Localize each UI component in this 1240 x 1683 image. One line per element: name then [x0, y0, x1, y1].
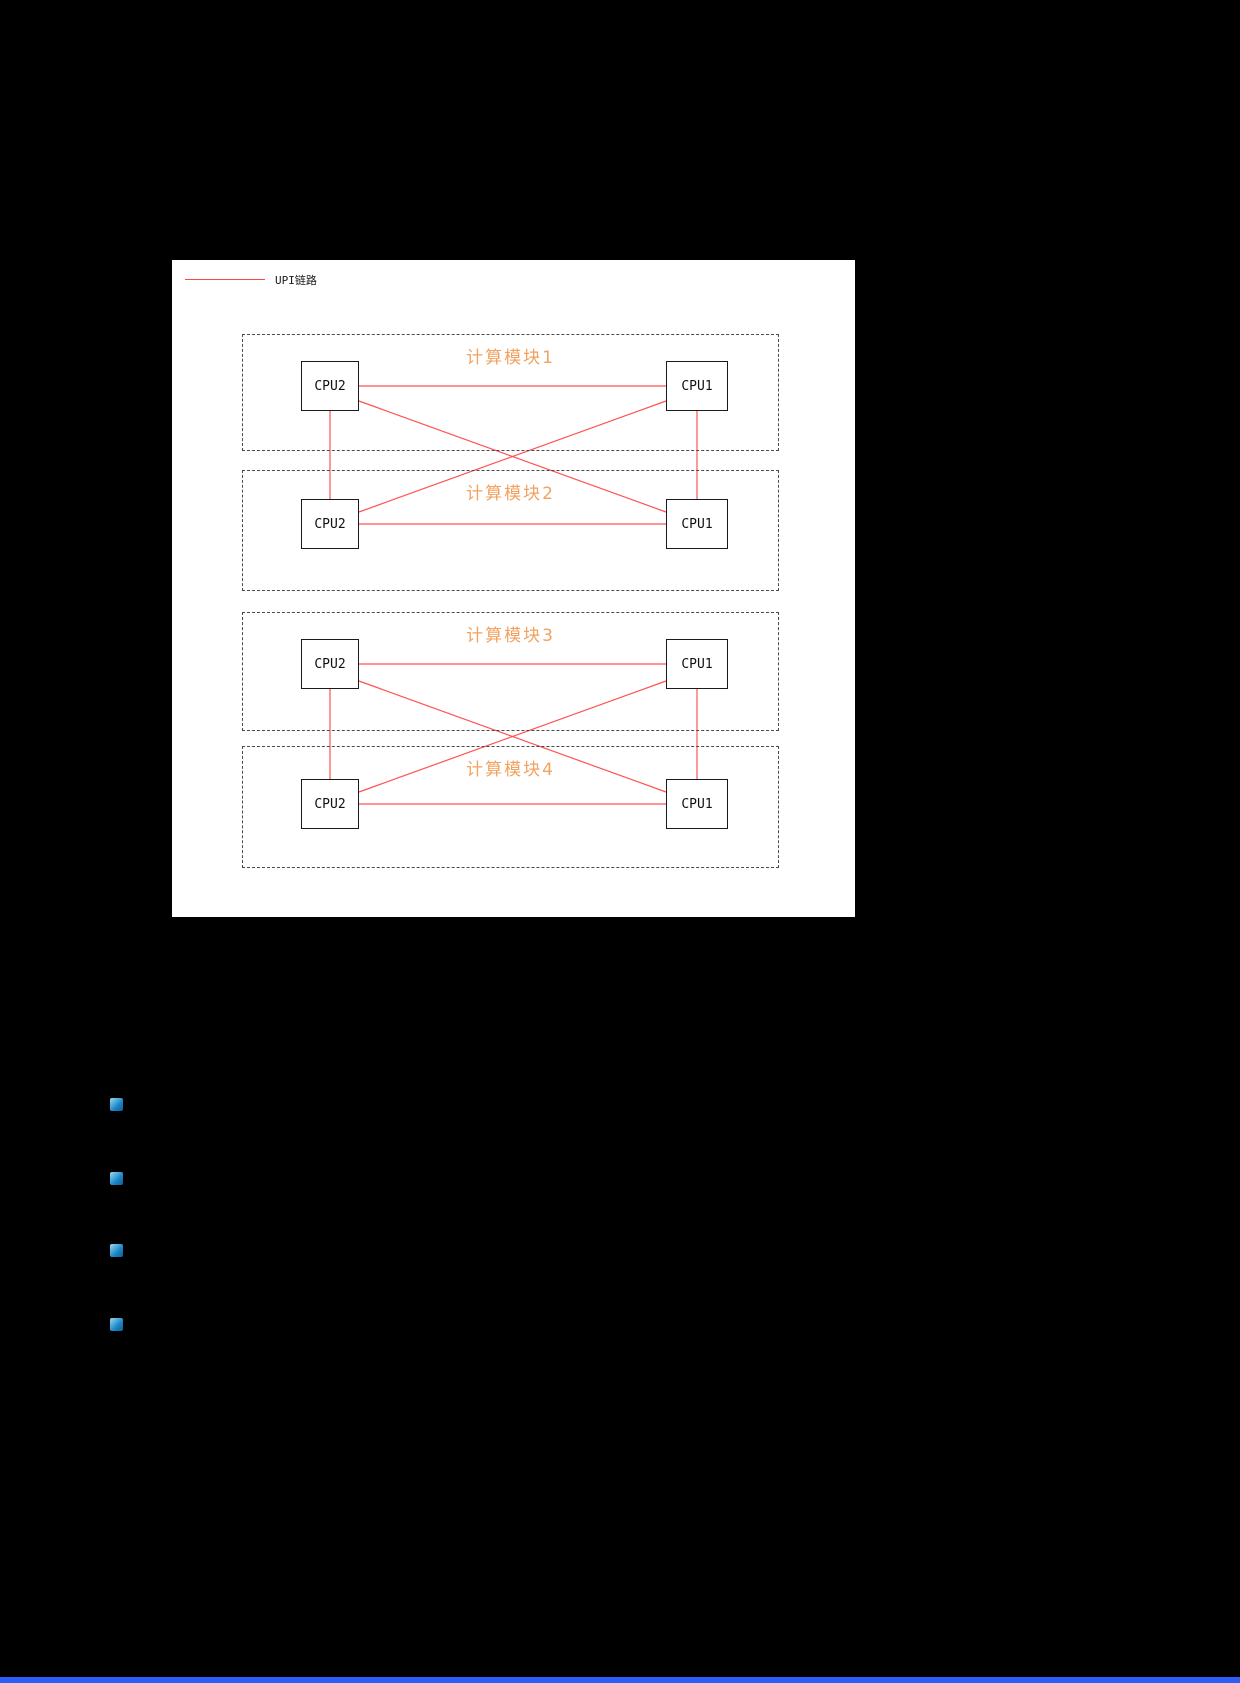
- compute-module: 计算模块3: [242, 612, 779, 731]
- upi-legend-label: UPI链路: [275, 274, 317, 287]
- cpu-node: CPU2: [301, 779, 359, 829]
- cpu-node: CPU1: [666, 361, 728, 411]
- upi-links-layer: [329, 385, 698, 805]
- module-title: 计算模块4: [466, 760, 555, 780]
- module-title: 计算模块3: [466, 626, 555, 646]
- cpu-node: CPU1: [666, 499, 728, 549]
- module-title: 计算模块2: [466, 484, 555, 504]
- note-bullet-icon: [110, 1172, 123, 1185]
- upi-link-line: [358, 400, 667, 513]
- upi-link-legend-line: [185, 279, 265, 280]
- compute-module: 计算模块4: [242, 746, 779, 868]
- cpu-node: CPU1: [666, 639, 728, 689]
- note-bullet-icon: [110, 1098, 123, 1111]
- cpu-node: CPU2: [301, 639, 359, 689]
- footer-accent-bar: [0, 1677, 1240, 1683]
- note-bullet-icon: [110, 1318, 123, 1331]
- cpu-node: CPU2: [301, 361, 359, 411]
- cpu-node: CPU2: [301, 499, 359, 549]
- compute-module: 计算模块2: [242, 470, 779, 591]
- module-title: 计算模块1: [466, 348, 555, 368]
- compute-module: 计算模块1: [242, 334, 779, 451]
- upi-link-line: [358, 680, 667, 793]
- cpu-node: CPU1: [666, 779, 728, 829]
- note-bullet-icon: [110, 1244, 123, 1257]
